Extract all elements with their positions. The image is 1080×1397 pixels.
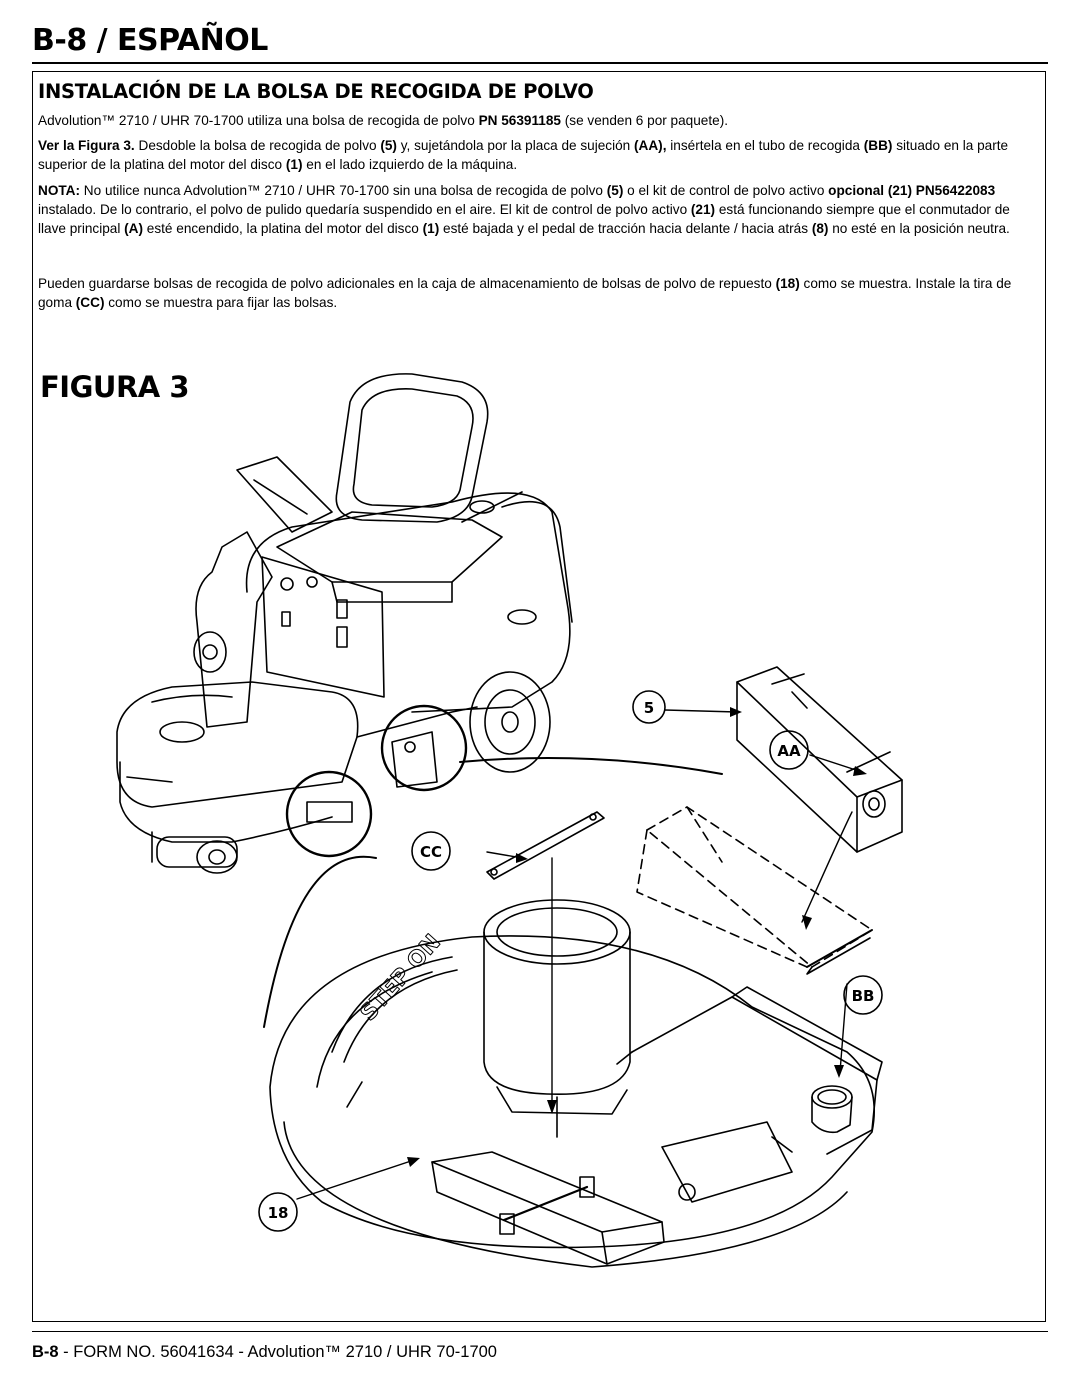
part-number: PN 56391185	[478, 113, 561, 128]
paragraph-intro: Advolution™ 2710 / UHR 70-1700 utiliza u…	[38, 111, 1038, 130]
callout-label: AA	[777, 742, 801, 760]
ref: (AA),	[634, 138, 667, 153]
ref: opcional	[828, 183, 885, 198]
text: (se venden 6 por paquete).	[560, 113, 728, 128]
text: insértela en el tubo de recogida	[666, 138, 864, 153]
paragraph-note: NOTA: No utilice nunca Advolution™ 2710 …	[38, 181, 1038, 238]
footer-page-number: B-8	[32, 1343, 59, 1361]
ref: (8)	[811, 221, 829, 236]
disc-deck-illustration	[269, 899, 883, 1268]
callout-aa: AA	[769, 730, 809, 770]
ref: (CC)	[75, 295, 105, 310]
note-label: NOTA:	[38, 183, 81, 198]
text: en el lado izquierdo de la máquina.	[302, 157, 518, 172]
callout-5: 5	[632, 690, 666, 724]
content-frame	[32, 71, 1046, 1322]
ref: (1)	[422, 221, 440, 236]
detail-circle-bag	[380, 704, 468, 792]
figure-ref: Ver la Figura 3.	[38, 138, 135, 153]
rubber-strip-illustration	[486, 811, 605, 880]
callout-cc: CC	[411, 831, 451, 871]
ref: (18)	[775, 276, 800, 291]
paragraph-instructions: Ver la Figura 3. Desdoble la bolsa de re…	[38, 136, 1038, 174]
figure-illustration: STEP ON 5 AA CC BB 18	[116, 373, 903, 1268]
callout-label: CC	[420, 843, 442, 861]
bag-clamp	[806, 937, 871, 975]
callout-label: BB	[852, 987, 875, 1005]
footer-rule	[32, 1331, 1048, 1332]
ref: (5)	[380, 138, 397, 153]
callout-label: 18	[268, 1204, 289, 1222]
text: esté bajada y el pedal de tracción hacia…	[439, 221, 812, 236]
text: instalado. De lo contrario, el polvo de …	[38, 202, 691, 217]
footer-text: - FORM NO. 56041634 - Advolution™ 2710 /…	[58, 1343, 497, 1361]
text: como se muestra para fijar las bolsas.	[104, 295, 338, 310]
text: No utilice nunca Advolution™ 2710 / UHR …	[80, 183, 607, 198]
text: Desdoble la bolsa de recogida de polvo	[134, 138, 381, 153]
section-title: INSTALACIÓN DE LA BOLSA DE RECOGIDA DE P…	[38, 80, 594, 103]
detail-circle-storage	[285, 770, 373, 858]
ref: (21)	[887, 183, 913, 198]
leader-lines	[296, 709, 863, 1200]
ref: (A)	[124, 221, 144, 236]
text: situado en la parte superior de la plati…	[38, 138, 1009, 172]
step-on-decal: STEP ON	[356, 930, 446, 1026]
page-footer: B-8 - FORM NO. 56041634 - Advolution™ 27…	[32, 1343, 497, 1362]
callout-bb: BB	[843, 975, 883, 1015]
text: no esté en la posición neutra.	[828, 221, 1010, 236]
text: esté encendido, la platina del motor del…	[143, 221, 423, 236]
ref: (21)	[690, 202, 716, 217]
header-rule	[32, 62, 1048, 64]
text: está funcionando siempre que el conmutad…	[38, 202, 1010, 236]
text: Advolution™ 2710 / UHR 70-1700 utiliza u…	[38, 113, 479, 128]
text: como se muestra. Instale la tira de goma	[38, 276, 1012, 310]
page-header: B-8 / ESPAÑOL	[32, 22, 1048, 60]
dust-bag-illustration	[736, 666, 903, 853]
machine-illustration	[116, 373, 723, 1028]
paragraph-storage: Pueden guardarse bolsas de recogida de p…	[38, 274, 1038, 312]
page-title: B-8 / ESPAÑOL	[32, 23, 268, 58]
callout-18: 18	[258, 1192, 298, 1232]
text: Pueden guardarse bolsas de recogida de p…	[38, 276, 776, 291]
unfolded-bag-illustration	[636, 806, 873, 968]
ref: (BB)	[863, 138, 893, 153]
part-number: PN56422083	[915, 183, 996, 198]
ref: (5)	[606, 183, 624, 198]
figure-title: FIGURA 3	[40, 370, 190, 404]
callout-label: 5	[644, 699, 654, 717]
text: y, sujetándola por la placa de sujeción	[396, 138, 635, 153]
text: o el kit de control de polvo activo	[623, 183, 829, 198]
arrowheads	[407, 707, 867, 1167]
ref: (1)	[285, 157, 303, 172]
